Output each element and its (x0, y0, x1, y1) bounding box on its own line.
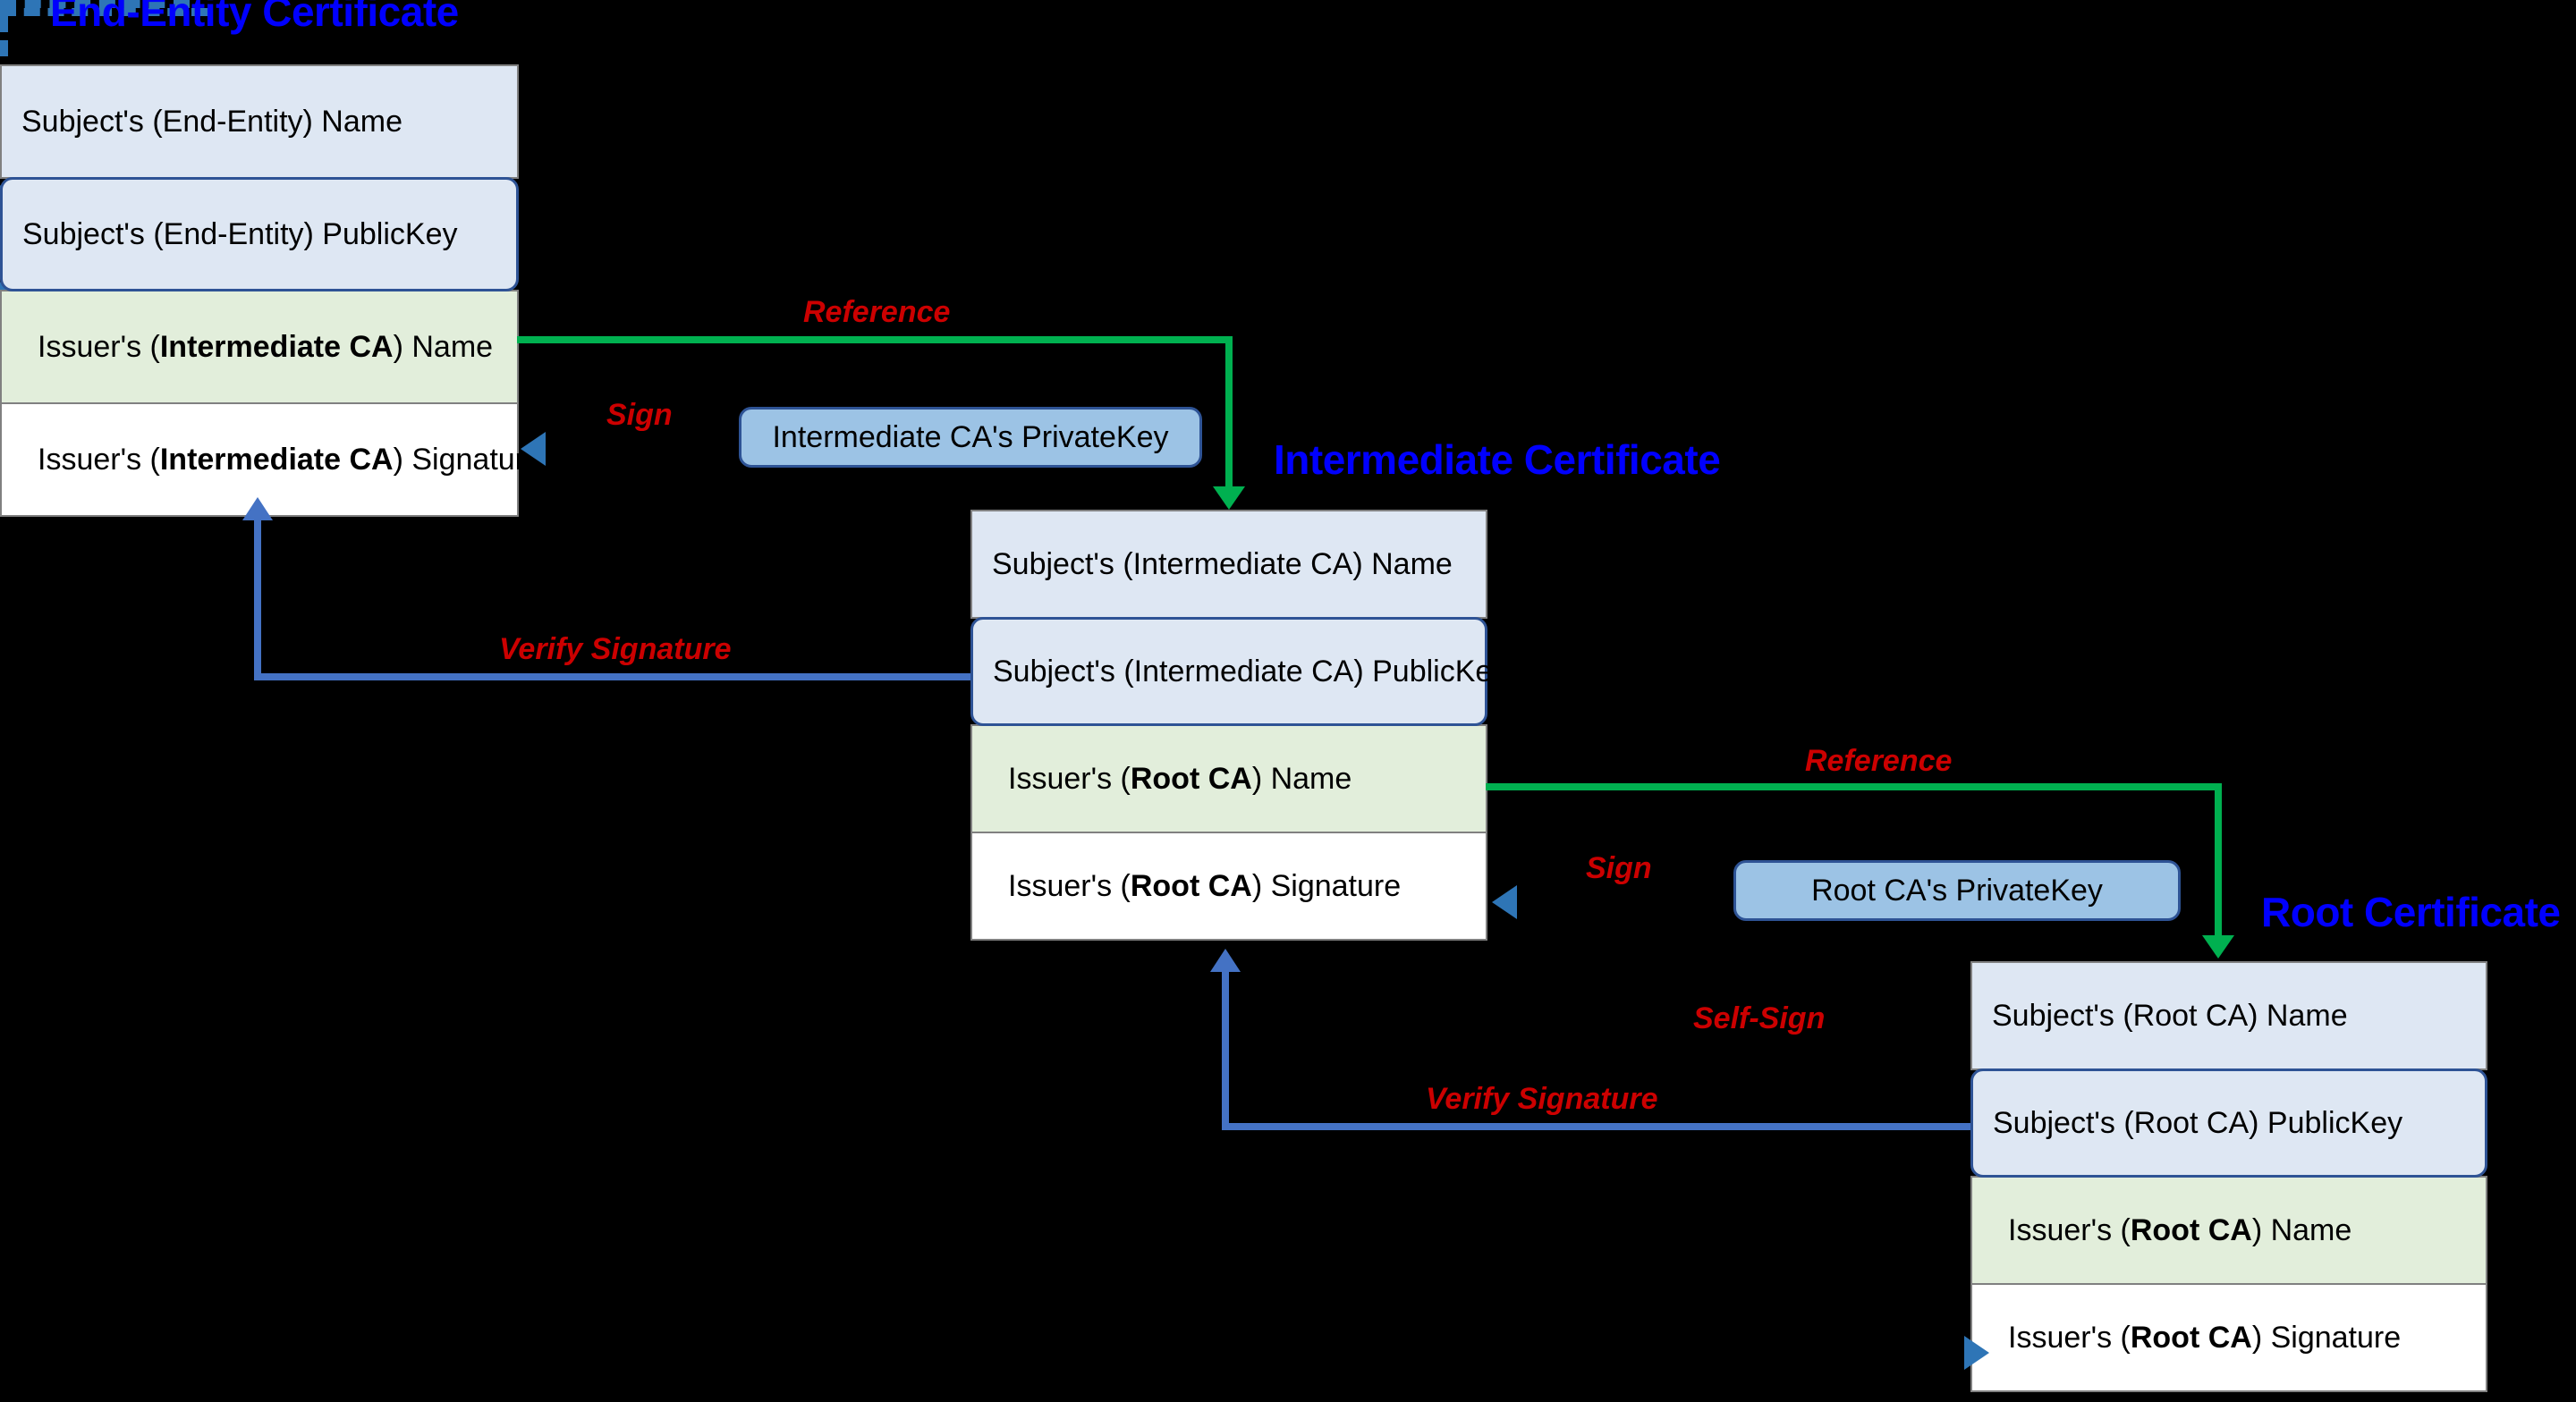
row-label: Issuer's (Root CA) Name (2008, 1212, 2352, 1247)
row-label: Issuer's (Intermediate CA) Name (38, 329, 494, 364)
row-subject-name: Subject's (Root CA) Name (1970, 961, 2487, 1070)
verify-line-bottom-horizontal (1222, 1123, 1973, 1130)
reference-line-bottom-vertical (2215, 783, 2222, 937)
reference-arrowhead-bottom (2202, 935, 2234, 959)
sign-dashed-line-root (0, 8, 208, 16)
verify-line-top-vertical (254, 519, 261, 678)
reference-label-bottom: Reference (1805, 744, 1953, 778)
self-sign-label: Self-Sign (1693, 1001, 1826, 1035)
verify-arrowhead-top (242, 497, 273, 520)
verify-arrowhead-bottom (1210, 949, 1241, 972)
row-issuer-name: Issuer's (Root CA) Name (1970, 1176, 2487, 1285)
row-issuer-name: Issuer's (Intermediate CA) Name (0, 290, 519, 404)
reference-arrowhead-top (1213, 486, 1245, 510)
row-label: Issuer's (Root CA) Name (1008, 761, 1352, 796)
sign-arrowhead-intermediate (521, 432, 546, 466)
row-subject-name: Subject's (End-Entity) Name (0, 64, 519, 179)
row-subject-publickey: Subject's (Root CA) PublicKey (1970, 1068, 2487, 1178)
row-label: Issuer's (Intermediate CA) Signature (38, 442, 542, 477)
row-label: Subject's (Root CA) Name (1992, 998, 2348, 1033)
title-intermediate: Intermediate Certificate (1274, 436, 1721, 483)
row-label: Subject's (End-Entity) Name (21, 104, 402, 139)
sign-dashed-line-intermediate (0, 0, 190, 8)
sign-label-intermediate: Sign (606, 398, 673, 432)
privatekey-intermediate-ca: Intermediate CA's PrivateKey (739, 407, 1202, 468)
reference-line-top-vertical (1225, 336, 1233, 488)
title-end-entity: End-Entity Certificate (50, 0, 459, 35)
privatekey-root-ca: Root CA's PrivateKey (1733, 860, 2181, 921)
row-label: Subject's (End-Entity) PublicKey (22, 216, 458, 251)
verify-line-top-horizontal (254, 673, 973, 680)
row-subject-publickey: Subject's (End-Entity) PublicKey (0, 177, 519, 291)
sign-label-root: Sign (1586, 851, 1652, 885)
title-root: Root Certificate (2261, 889, 2561, 935)
row-issuer-signature: Issuer's (Root CA) Signature (1970, 1283, 2487, 1392)
row-subject-publickey: Subject's (Intermediate CA) PublicKey (970, 617, 1507, 726)
certificate-end-entity: Subject's (End-Entity) Name Subject's (E… (0, 64, 542, 517)
row-label: Subject's (Root CA) PublicKey (1993, 1105, 2403, 1140)
self-sign-arrowhead (1964, 1336, 1989, 1370)
row-label: Subject's (Intermediate CA) PublicKey (993, 654, 1508, 688)
row-label: Subject's (Intermediate CA) Name (992, 546, 1453, 581)
reference-line-top-horizontal (517, 336, 1233, 343)
verify-line-bottom-vertical (1222, 970, 1229, 1128)
row-subject-name: Subject's (Intermediate CA) Name (970, 510, 1487, 619)
certificate-intermediate: Subject's (Intermediate CA) Name Subject… (970, 510, 1507, 941)
sign-arrowhead-root (1492, 885, 1517, 919)
reference-line-bottom-horizontal (1486, 783, 2222, 790)
row-issuer-signature: Issuer's (Root CA) Signature (970, 832, 1487, 941)
row-issuer-name: Issuer's (Root CA) Name (970, 724, 1487, 833)
row-label: Issuer's (Root CA) Signature (2008, 1320, 2402, 1355)
row-label: Issuer's (Root CA) Signature (1008, 868, 1402, 903)
certificate-root: Subject's (Root CA) Name Subject's (Root… (1970, 961, 2487, 1392)
verify-label-bottom: Verify Signature (1426, 1082, 1658, 1116)
reference-label-top: Reference (803, 295, 951, 329)
verify-label-top: Verify Signature (499, 632, 732, 666)
